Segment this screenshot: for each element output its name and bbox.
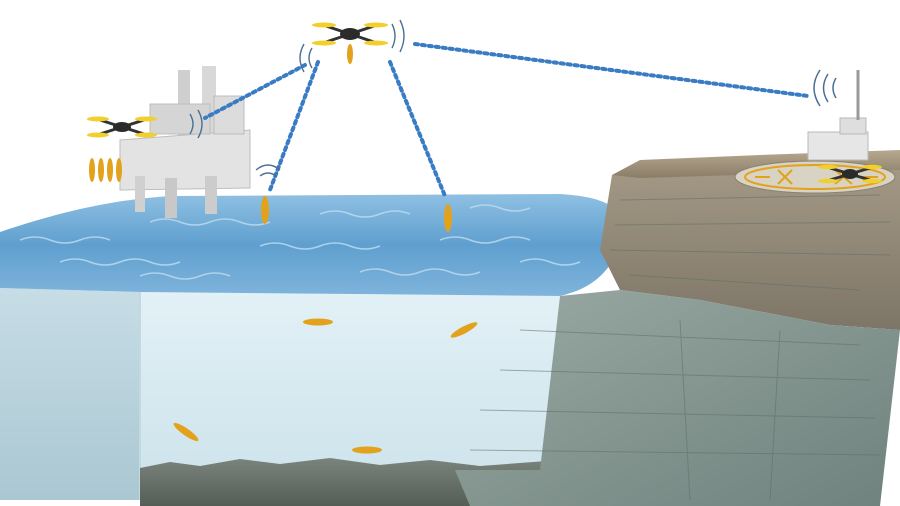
station-building	[807, 131, 869, 161]
signal-waves-icon	[813, 69, 837, 107]
relay-drone	[312, 22, 388, 64]
link-relay-to-glider-right	[388, 60, 447, 198]
underwater-glider-icon	[116, 158, 122, 182]
water-front-face	[140, 292, 560, 470]
underwater-glider-icon	[347, 44, 353, 64]
underwater-glider-icon	[303, 318, 333, 326]
helipad-base	[734, 160, 896, 194]
platform-module-tall	[213, 95, 245, 135]
station-tower	[839, 117, 867, 135]
surface-gliders	[261, 196, 452, 232]
link-relay-to-shore	[413, 42, 810, 98]
coastal-cliff	[455, 150, 900, 506]
signal-waves-icon	[299, 43, 313, 73]
signal-waves-icon	[189, 109, 203, 139]
shore-station	[807, 69, 869, 161]
underwater-glider-icon	[450, 322, 478, 338]
submerged-gliders	[173, 318, 478, 454]
platform-leg	[135, 176, 145, 212]
platform-leg	[165, 178, 177, 218]
signal-waves-icon	[255, 164, 281, 177]
underwater-glider-icon	[352, 446, 382, 454]
rock-strata	[469, 194, 891, 501]
sea-surface-plane	[0, 194, 612, 296]
sea-surface	[0, 194, 612, 296]
offshore-platform	[89, 66, 251, 218]
helipad	[734, 160, 896, 194]
underwater-glider-icon	[261, 196, 269, 224]
underwater-glider-icon	[89, 158, 95, 182]
underwater-glider-icon	[173, 422, 199, 442]
cliff-lower-face	[455, 290, 900, 506]
signal-waves-icon	[391, 19, 405, 53]
quadcopter-drone-icon	[818, 164, 882, 184]
helipad-ring	[744, 164, 886, 190]
underwater-glider-icon	[444, 204, 452, 232]
quadcopter-drone-icon	[87, 116, 157, 138]
platform-leg	[205, 176, 217, 214]
surface-ripples	[19, 204, 581, 280]
quadcopter-drone-icon	[312, 22, 388, 46]
water-side-face	[0, 288, 140, 500]
platform-drone	[87, 116, 157, 138]
underwater-glider-icon	[107, 158, 113, 182]
signal-arcs	[189, 19, 405, 177]
underwater-glider-icon	[98, 158, 104, 182]
helipad-drone	[818, 164, 882, 184]
link-relay-to-platform	[203, 63, 307, 120]
platform-module	[149, 103, 211, 135]
docked-gliders	[89, 158, 122, 182]
